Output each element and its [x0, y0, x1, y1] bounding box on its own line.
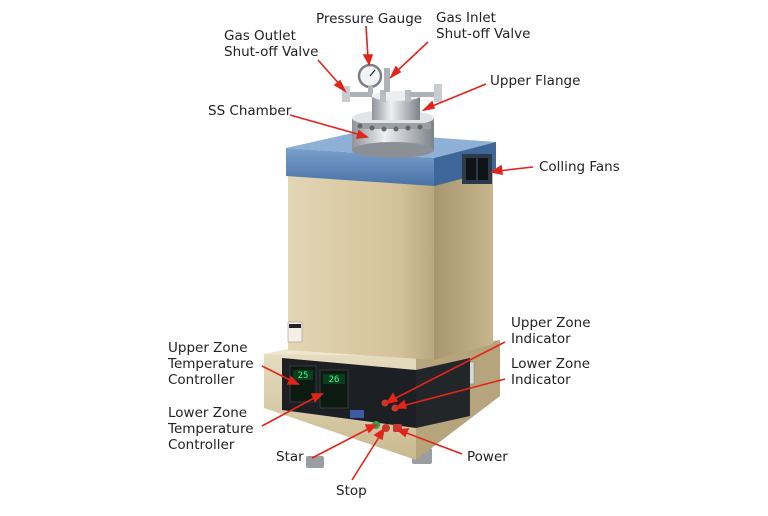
- lower-zone-controller-arrow: [261, 393, 324, 427]
- cooling-fans-arrow: [489, 164, 534, 176]
- upper-controller-readout: 25: [298, 371, 309, 381]
- label-ss-chamber: SS Chamber: [208, 103, 292, 119]
- label-upper-zone-indicator: Upper Zone Indicator: [511, 315, 591, 347]
- ss-chamber: [352, 110, 434, 158]
- label-lower-zone-temperature-controller: Lower Zone Temperature Controller: [168, 405, 254, 453]
- lower-zone-indicator-arrow: [393, 378, 506, 409]
- upper-zone-controller-arrow: [261, 365, 300, 385]
- power-arrow: [396, 428, 463, 455]
- ss-chamber-arrow: [289, 114, 370, 139]
- gas-inlet-arrow: [389, 41, 429, 79]
- star-arrow: [311, 424, 378, 459]
- stop-arrow: [351, 427, 386, 481]
- label-power: Power: [467, 449, 508, 465]
- furnace-body: [287, 168, 493, 385]
- label-upper-zone-temperature-controller: Upper Zone Temperature Controller: [168, 340, 254, 388]
- label-cooling-fans: Colling Fans: [539, 159, 620, 175]
- lower-zone-temperature-controller-display: [319, 369, 349, 409]
- upper-flange: [372, 90, 420, 120]
- label-upper-flange: Upper Flange: [490, 73, 581, 89]
- pressure-gauge-arrow: [362, 25, 374, 66]
- label-stop: Stop: [336, 483, 367, 499]
- upper-zone-indicator-arrow: [385, 341, 506, 405]
- brand-badge: [350, 410, 364, 418]
- upper-flange-arrow: [421, 83, 487, 112]
- label-lower-zone-indicator: Lower Zone Indicator: [511, 356, 591, 388]
- upper-zone-indicator-lamp: [381, 399, 389, 407]
- gas-piping: [342, 68, 442, 102]
- pressure-gauge: [357, 63, 383, 94]
- lower-controller-readout: 26: [329, 375, 340, 385]
- label-star: Star: [276, 449, 304, 465]
- label-pressure-gauge: Pressure Gauge: [316, 11, 423, 27]
- label-gas-outlet-shutoff-valve: Gas Outlet Shut-off Valve: [224, 28, 319, 60]
- label-gas-inlet-shutoff-valve: Gas Inlet Shut-off Valve: [436, 10, 531, 42]
- gas-outlet-arrow: [317, 59, 347, 94]
